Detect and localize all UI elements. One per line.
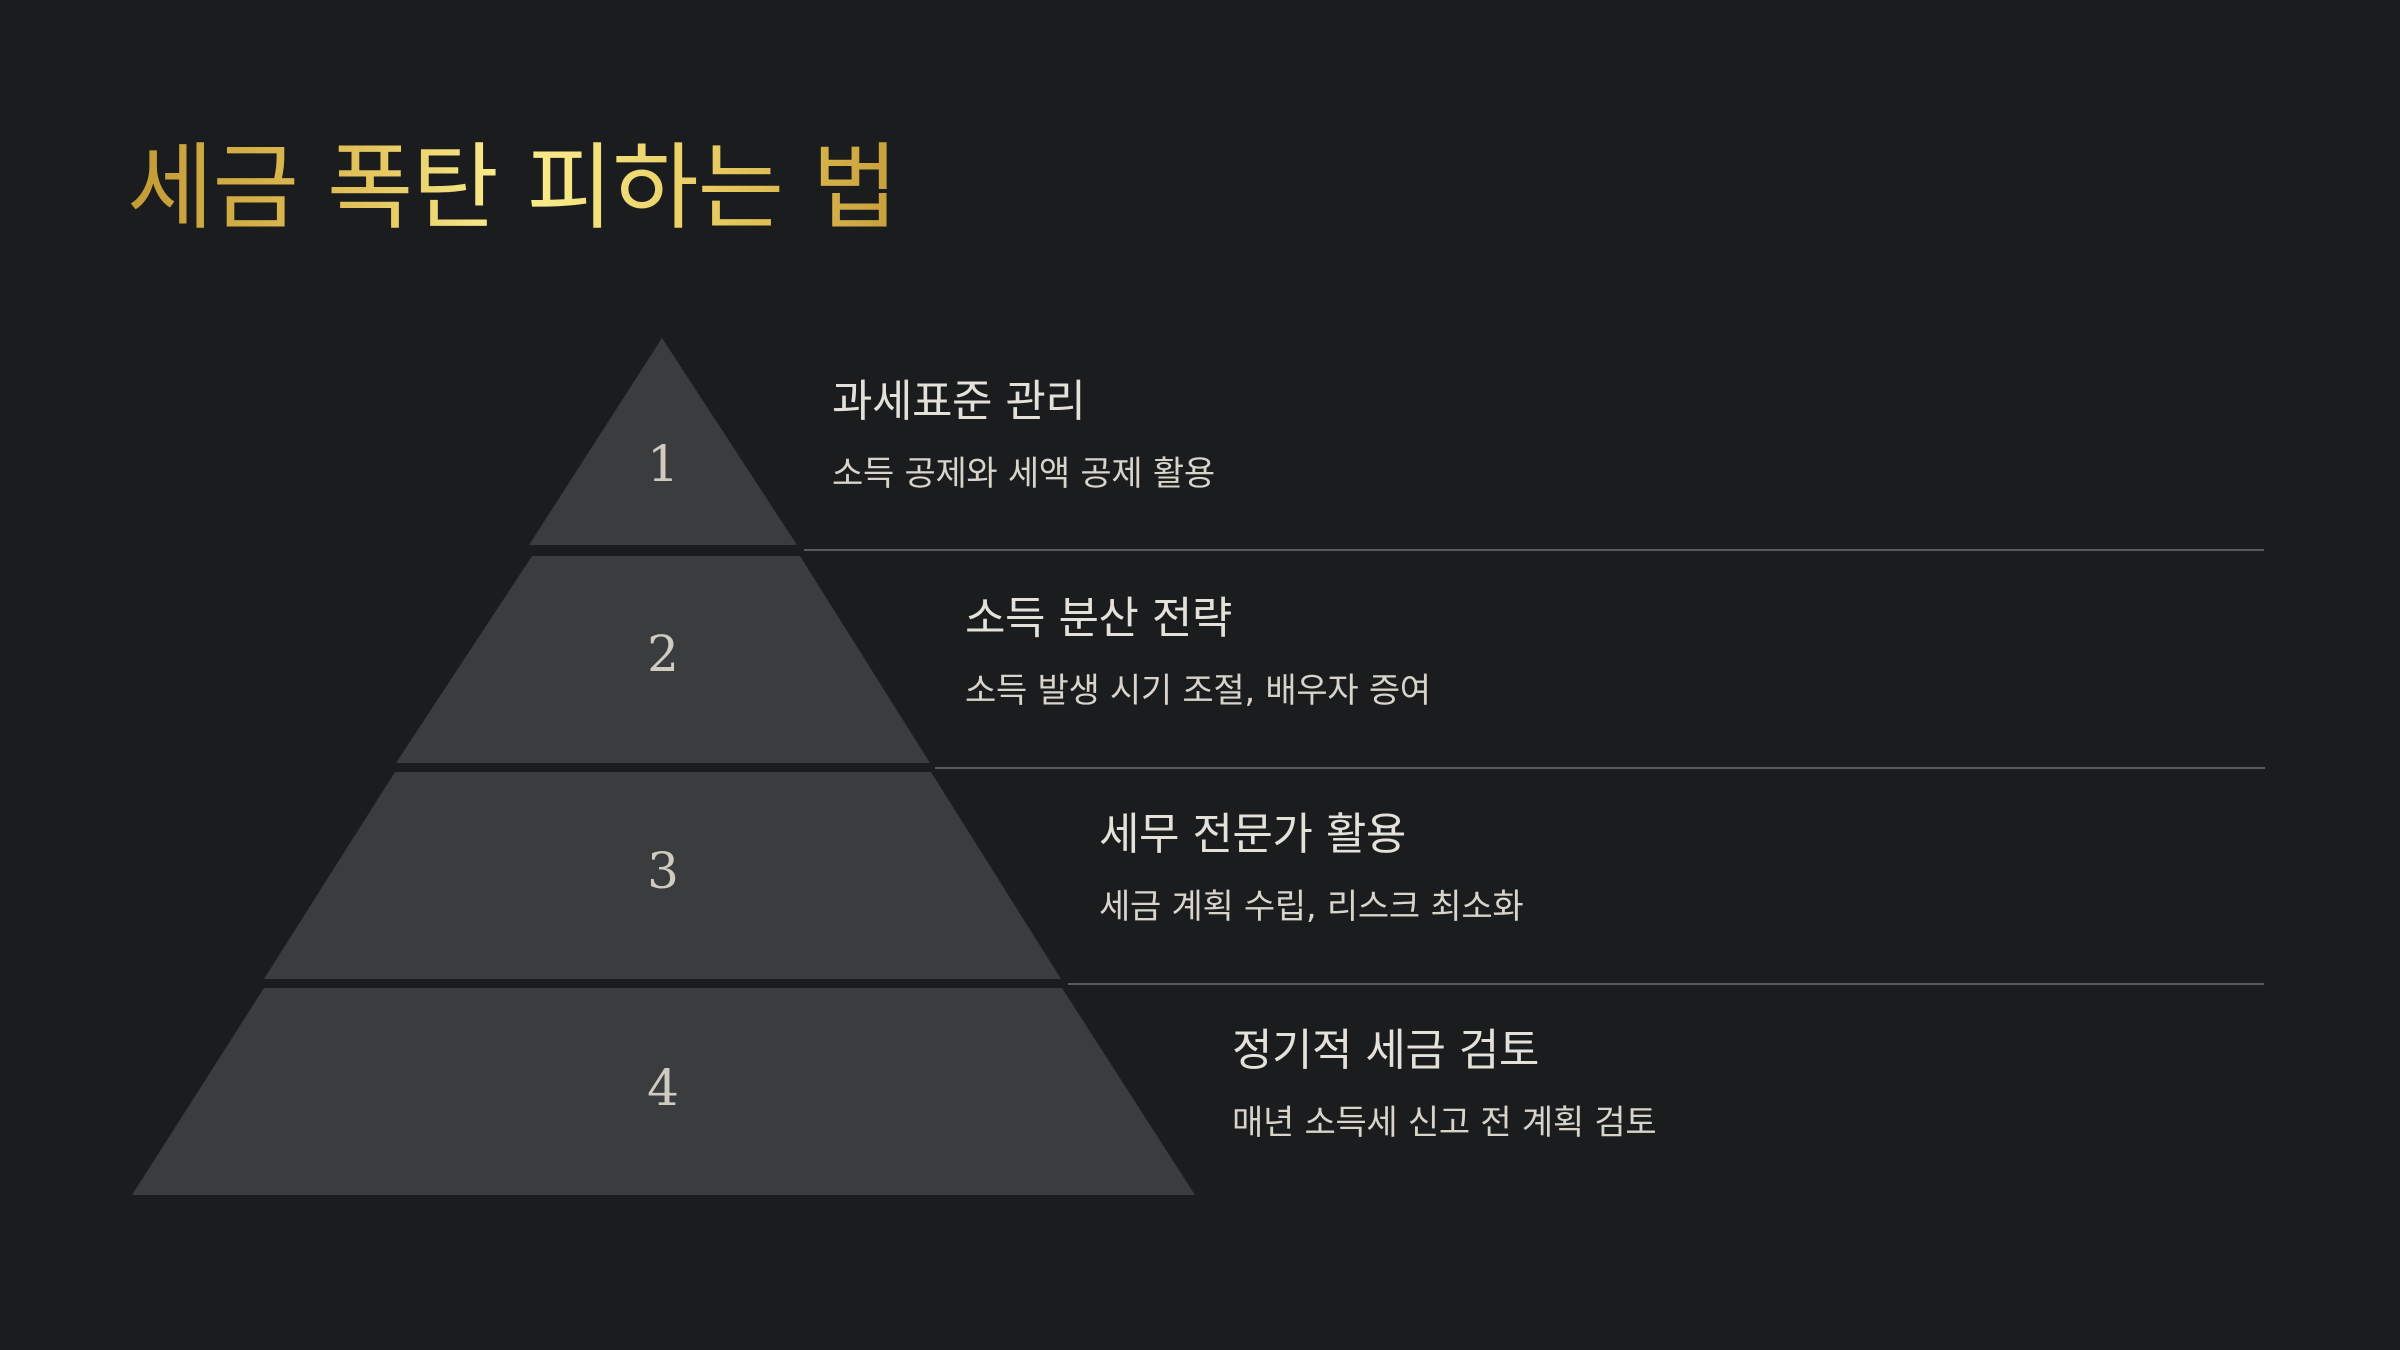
tier-heading: 세무 전문가 활용 [1099, 809, 1406, 860]
pyramid-tier-1 [529, 338, 797, 545]
tier-heading: 정기적 세금 검토 [1232, 1025, 1539, 1076]
tier-number-3: 3 [647, 842, 679, 900]
tier-text-2: 소득 분산 전략 소득 발생 시기 조절, 배우자 증여 [965, 593, 1431, 711]
tier-description: 세금 계획 수립, 리스크 최소화 [1099, 887, 1524, 927]
tier-number-1: 1 [647, 435, 679, 493]
pyramid-tier-2 [396, 556, 930, 763]
page-title: 세금 폭탄 피하는 법 [127, 134, 898, 243]
tier-description: 소득 발생 시기 조절, 배우자 증여 [965, 671, 1431, 711]
tier-text-3: 세무 전문가 활용 세금 계획 수립, 리스크 최소화 [1099, 809, 1524, 927]
tier-description: 매년 소득세 신고 전 계획 검토 [1232, 1103, 1657, 1143]
tier-heading: 소득 분산 전략 [965, 593, 1232, 644]
tier-text-4: 정기적 세금 검토 매년 소득세 신고 전 계획 검토 [1232, 1025, 1657, 1143]
tier-number-4: 4 [647, 1059, 679, 1117]
tier-heading: 과세표준 관리 [832, 376, 1086, 427]
pyramid-tier-4 [132, 988, 1195, 1195]
tier-description: 소득 공제와 세액 공제 활용 [832, 454, 1215, 494]
pyramid-tier-3 [264, 772, 1061, 979]
tier-number-2: 2 [647, 625, 679, 683]
tier-text-1: 과세표준 관리 소득 공제와 세액 공제 활용 [832, 376, 1215, 494]
